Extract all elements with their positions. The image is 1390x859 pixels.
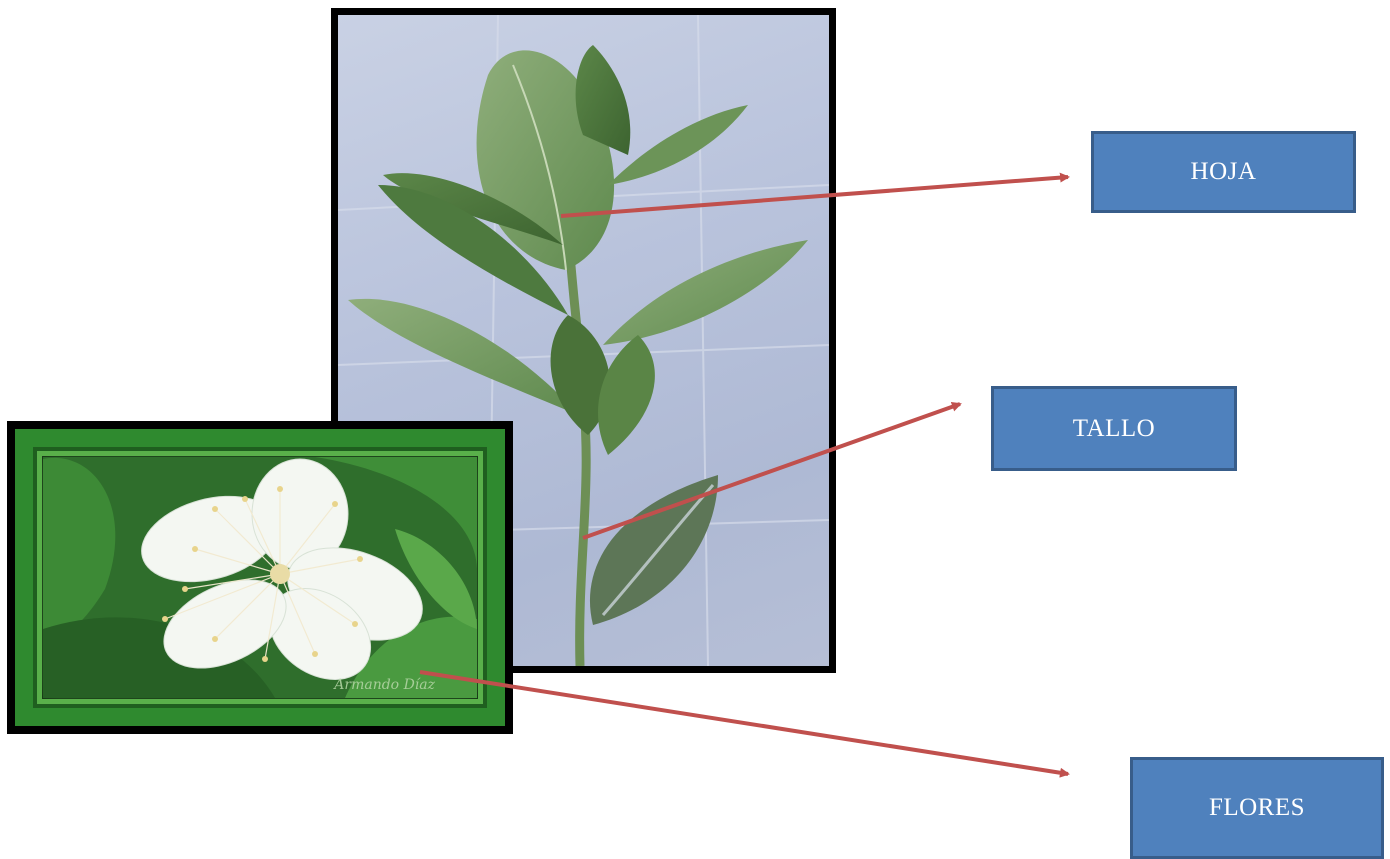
label-hoja: HOJA xyxy=(1091,131,1356,213)
label-flores: FLORES xyxy=(1130,757,1384,859)
leaf xyxy=(590,475,718,625)
label-tallo: TALLO xyxy=(991,386,1237,471)
flower-illustration: Armando Díaz xyxy=(15,429,505,726)
arrow-flores xyxy=(420,672,1068,774)
flower-photo: Armando Díaz xyxy=(7,421,513,734)
leaf xyxy=(603,240,808,345)
leaf xyxy=(598,335,655,455)
flower-watermark: Armando Díaz xyxy=(332,677,435,693)
